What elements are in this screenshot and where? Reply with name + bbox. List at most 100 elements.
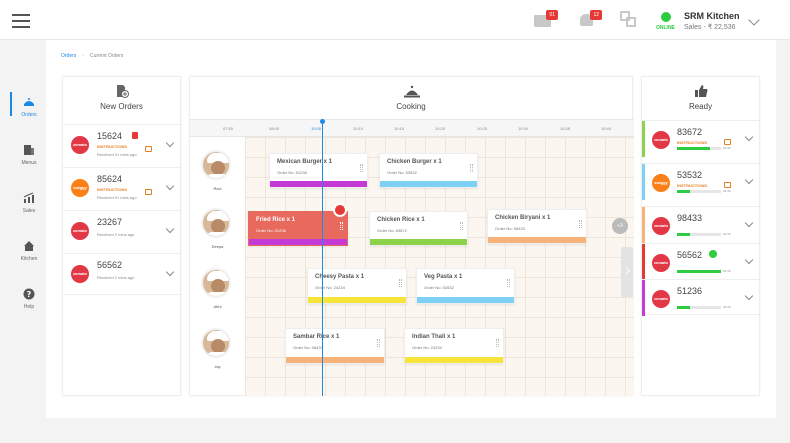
ticket-color-bar (370, 239, 467, 245)
sync-icon[interactable] (620, 11, 638, 29)
order-ticket[interactable]: Veg Pasta x 1 Order No: 53532 (416, 268, 515, 304)
nav-item-sales[interactable]: Sales (12, 184, 46, 220)
instructions-icon[interactable] (724, 182, 731, 188)
new-orders-title: New Orders (100, 102, 143, 111)
hamburger-menu-icon[interactable] (12, 14, 30, 28)
chevron-down-icon[interactable] (748, 14, 760, 26)
chevron-down-icon[interactable] (165, 267, 175, 277)
chevron-down-icon[interactable] (165, 224, 175, 234)
orders-icon (24, 98, 34, 106)
current-time-marker[interactable] (320, 119, 325, 124)
instructions-icon[interactable] (724, 139, 731, 145)
instructions-icon[interactable] (145, 189, 152, 195)
ready-order-card[interactable]: swiggy 53532 INSTRUCTIONS 01:30 (642, 163, 761, 200)
ready-order-card[interactable]: zomato 56562 01:30 (642, 243, 761, 280)
ready-progress (677, 306, 721, 309)
order-card[interactable]: swiggy 85624 INSTRUCTIONS Received 01 mi… (63, 167, 182, 209)
ready-edge-bar (642, 207, 645, 243)
ready-time: 01:30 (723, 232, 731, 236)
timeline-tick: 10:00 (311, 126, 322, 131)
ticket-color-bar (488, 237, 586, 243)
zomato-logo: zomato (652, 254, 670, 272)
order-ticket[interactable]: Chicken Biryani x 1 Order No: 98433 (487, 209, 587, 244)
breadcrumb-current: Current Orders (89, 53, 124, 59)
scroll-right-handle[interactable] (621, 247, 633, 297)
chef-name: Abhi (213, 304, 222, 309)
drag-handle-icon[interactable] (340, 222, 343, 230)
chevron-down-icon[interactable] (165, 138, 175, 148)
ready-order-card[interactable]: zomato 98433 01:30 (642, 206, 761, 243)
order-ticket[interactable]: Indian Thali x 1 Order No: 24234 (404, 328, 504, 364)
help-icon: ? (23, 288, 35, 300)
instructions-label: INSTRUCTIONS (677, 140, 707, 145)
chevron-down-icon[interactable] (744, 175, 754, 185)
cloche-icon (404, 85, 420, 98)
chef-avatar (201, 328, 231, 358)
zomato-logo: zomato (71, 222, 89, 240)
cooking-title: Cooking (396, 102, 426, 111)
chef-avatar (201, 268, 231, 298)
nav-item-kitchen[interactable]: Kitchen (12, 232, 46, 268)
order-ticket[interactable]: Mexican Burger x 1 Order No: 51236 (269, 153, 368, 188)
nav-item-menus[interactable]: Menus (12, 136, 46, 172)
current-time-line (322, 122, 323, 396)
timeline-tick: 10:25 (477, 126, 488, 131)
check-icon (709, 250, 717, 258)
order-number: 56562 (677, 250, 703, 260)
drag-handle-icon[interactable] (579, 220, 582, 228)
drag-handle-icon[interactable] (496, 339, 499, 347)
chevron-right-icon: › (82, 53, 84, 59)
nav-item-orders[interactable]: Orders (10, 88, 46, 124)
drag-handle-icon[interactable] (377, 339, 380, 347)
drag-handle-icon[interactable] (360, 164, 363, 172)
ticket-item: Chicken Biryani x 1 (495, 215, 551, 221)
ticket-color-bar (286, 357, 384, 363)
order-ticket[interactable]: Sambar Rice x 1 Order No: 98433 (285, 328, 385, 364)
timeline-tick: 10:40 (601, 126, 612, 131)
instructions-label: INSTRUCTIONS (97, 187, 127, 192)
order-ticket[interactable]: Chicken Burger x 1 Order No: 53532 (379, 153, 478, 188)
ticket-order: Order No: 98433 (293, 345, 323, 350)
ticket-order: Order No: 51236 (277, 170, 307, 175)
thumbs-up-icon (695, 85, 708, 97)
breadcrumb-orders-link[interactable]: Orders (61, 53, 77, 59)
order-card[interactable]: zomato 23267 Received 2 mins ago (63, 210, 182, 252)
zomato-logo: zomato (652, 131, 670, 149)
online-status-label: ONLINE (656, 25, 675, 31)
ready-time: 01:30 (723, 305, 731, 309)
swiggy-logo: swiggy (71, 179, 89, 197)
chevron-down-icon[interactable] (744, 132, 754, 142)
order-card[interactable]: zomato 15624 INSTRUCTIONS Received 01 mi… (63, 124, 182, 166)
drag-handle-icon[interactable] (470, 164, 473, 172)
ready-order-card[interactable]: zomato 83672 INSTRUCTIONS 01:30 (642, 120, 761, 157)
ready-title: Ready (688, 102, 713, 111)
order-number: 15624 (97, 131, 123, 141)
drag-handle-icon[interactable] (399, 279, 402, 287)
chevron-down-icon[interactable] (744, 291, 754, 301)
chevron-down-icon[interactable] (744, 218, 754, 228)
instructions-icon[interactable] (145, 146, 152, 152)
ticket-order: Order No: 53532 (424, 285, 454, 290)
ticket-item: Sambar Rice x 1 (293, 334, 340, 340)
more-orders-badge[interactable]: +3 (612, 218, 628, 234)
ready-progress (677, 233, 721, 236)
order-ticket-overdue[interactable]: Fried Rice x 1 Order No: 51236 (248, 211, 348, 246)
bell-icon[interactable]: 12 (578, 10, 602, 29)
delete-icon[interactable] (132, 132, 138, 139)
timeline-tick: 10:35 (560, 126, 571, 131)
chevron-down-icon[interactable] (744, 255, 754, 265)
ticket-color-bar (405, 357, 503, 363)
ready-order-card[interactable]: zomato 51236 01:30 (642, 279, 761, 316)
order-ticket[interactable]: Cheesy Pasta x 1 Order No: 24234 (307, 268, 407, 304)
drag-handle-icon[interactable] (460, 222, 463, 230)
zomato-logo: zomato (652, 290, 670, 308)
order-card[interactable]: zomato 56562 Received 2 mins ago (63, 253, 182, 295)
chevron-down-icon[interactable] (165, 181, 175, 191)
nav-item-help[interactable]: ? Help (12, 280, 46, 316)
mail-icon[interactable]: 01 (534, 10, 558, 29)
drag-handle-icon[interactable] (507, 279, 510, 287)
mail-badge: 01 (546, 10, 558, 20)
ready-progress (677, 190, 721, 193)
nav-label: Sales (22, 208, 36, 214)
order-ticket[interactable]: Chicken Rice x 1 Order No: 83672 (369, 211, 468, 246)
